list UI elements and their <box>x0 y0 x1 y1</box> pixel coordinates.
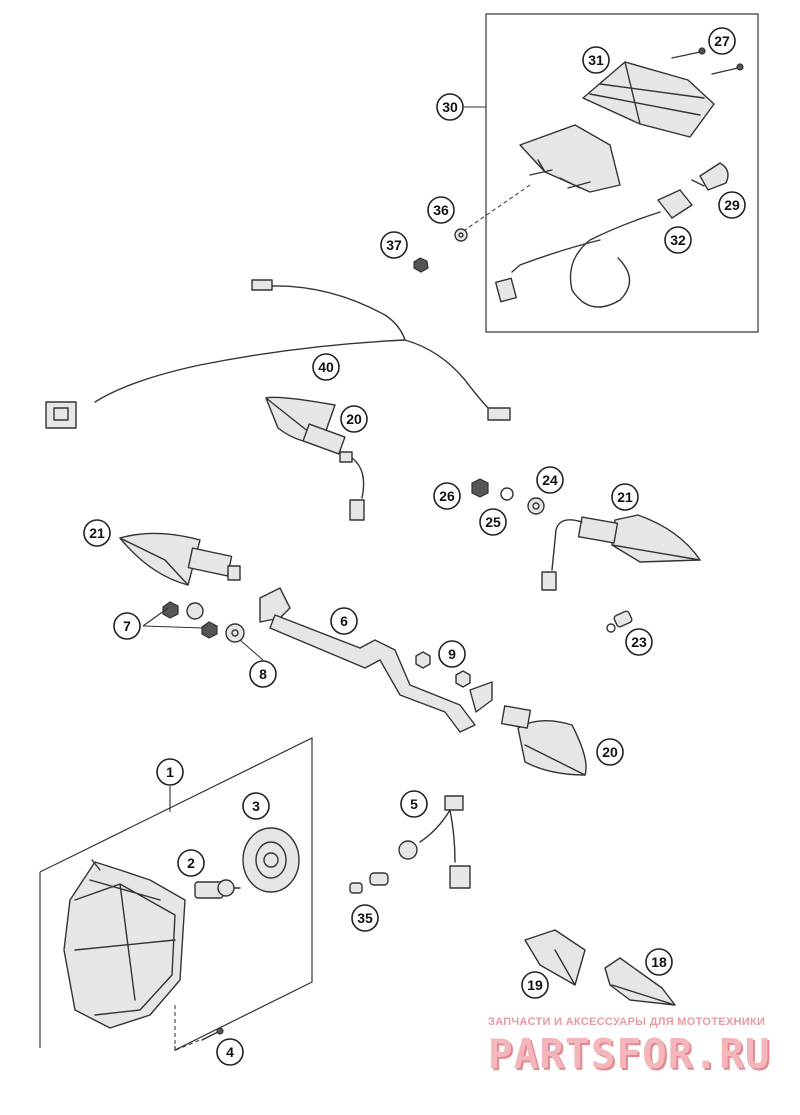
callout-30: 30 <box>436 93 464 121</box>
callout-2: 2 <box>177 849 205 877</box>
svg-text:1: 1 <box>166 764 174 780</box>
tail-light-housing <box>519 124 621 193</box>
nuts-7 <box>162 601 218 639</box>
reflector-19 <box>524 929 586 986</box>
svg-text:7: 7 <box>123 618 131 634</box>
svg-text:21: 21 <box>617 489 633 505</box>
svg-text:31: 31 <box>588 52 604 68</box>
headlight-dust-cover <box>242 827 300 893</box>
svg-text:6: 6 <box>340 613 348 629</box>
turn-signal-bulb-23 <box>606 610 633 633</box>
headlight-bulb <box>194 879 241 899</box>
callout-35: 35 <box>351 904 379 932</box>
turn-signal-rear-left <box>119 532 241 586</box>
callout-27: 27 <box>708 27 736 55</box>
svg-text:25: 25 <box>485 514 501 530</box>
tail-light-bulb <box>691 162 729 191</box>
tail-light-lens <box>582 61 715 138</box>
nuts-9 <box>415 651 471 688</box>
watermark-tagline: ЗАПЧАСТИ И АКСЕССУАРЫ ДЛЯ МОТОТЕХНИКИ <box>488 1016 766 1028</box>
callout-29: 29 <box>718 191 746 219</box>
callout-7: 7 <box>113 612 141 640</box>
grommets-8 <box>186 602 245 643</box>
wiring-harness <box>45 279 511 429</box>
callout-20-lower: 20 <box>596 738 624 766</box>
callout-21-right: 21 <box>611 483 639 511</box>
svg-text:8: 8 <box>259 666 267 682</box>
nut-26 <box>471 478 489 498</box>
svg-text:27: 27 <box>714 33 730 49</box>
headlight-housing <box>63 859 186 1029</box>
svg-text:30: 30 <box>442 99 458 115</box>
parking-light-bulbs <box>349 872 389 894</box>
callout-4: 4 <box>216 1038 244 1066</box>
parking-light-socket <box>398 795 471 889</box>
lock-washer-25 <box>500 487 514 501</box>
turn-signal-front-left <box>265 396 365 521</box>
svg-text:35: 35 <box>357 910 373 926</box>
svg-text:40: 40 <box>318 359 334 375</box>
svg-text:32: 32 <box>670 232 686 248</box>
callout-36: 36 <box>427 196 455 224</box>
callout-18: 18 <box>645 948 673 976</box>
callout-25: 25 <box>479 508 507 536</box>
svg-text:18: 18 <box>651 954 667 970</box>
headlight-screw <box>174 1005 224 1051</box>
svg-text:19: 19 <box>527 977 543 993</box>
svg-text:21: 21 <box>89 525 105 541</box>
washer-36 <box>454 228 468 242</box>
nut-37 <box>413 257 429 273</box>
tail-light-socket-wiring <box>494 189 693 308</box>
leader-lines <box>142 607 264 661</box>
callout-31: 31 <box>582 46 610 74</box>
callout-3: 3 <box>242 792 270 820</box>
tail-light-assembly-frame <box>464 13 759 333</box>
callout-26: 26 <box>433 482 461 510</box>
callout-23: 23 <box>625 628 653 656</box>
svg-text:4: 4 <box>226 1044 234 1060</box>
svg-text:29: 29 <box>724 197 740 213</box>
turn-signal-bracket <box>259 587 493 733</box>
svg-text:20: 20 <box>346 411 362 427</box>
svg-text:26: 26 <box>439 488 455 504</box>
svg-text:3: 3 <box>252 798 260 814</box>
callout-1: 1 <box>156 758 184 786</box>
svg-text:20: 20 <box>602 744 618 760</box>
callout-21-left: 21 <box>83 519 111 547</box>
callout-5: 5 <box>400 790 428 818</box>
svg-text:37: 37 <box>386 237 402 253</box>
callout-40: 40 <box>312 353 340 381</box>
turn-signal-rear-right <box>541 514 701 591</box>
turn-signal-front-right <box>500 705 587 776</box>
tail-light-screws <box>671 47 744 75</box>
svg-text:23: 23 <box>631 634 647 650</box>
callout-6: 6 <box>330 607 358 635</box>
washer-24 <box>527 497 545 515</box>
callout-9: 9 <box>438 640 466 668</box>
svg-text:24: 24 <box>542 472 558 488</box>
svg-text:2: 2 <box>187 855 195 871</box>
svg-text:5: 5 <box>410 796 418 812</box>
callout-20-upper: 20 <box>340 405 368 433</box>
callout-8: 8 <box>249 660 277 688</box>
watermark-logo: PARTSFOR.RU <box>488 1030 771 1078</box>
svg-text:36: 36 <box>433 202 449 218</box>
reflector-18 <box>604 957 676 1006</box>
callout-37: 37 <box>380 231 408 259</box>
callout-19: 19 <box>521 971 549 999</box>
callout-24: 24 <box>536 466 564 494</box>
svg-text:9: 9 <box>448 646 456 662</box>
callout-32: 32 <box>664 226 692 254</box>
